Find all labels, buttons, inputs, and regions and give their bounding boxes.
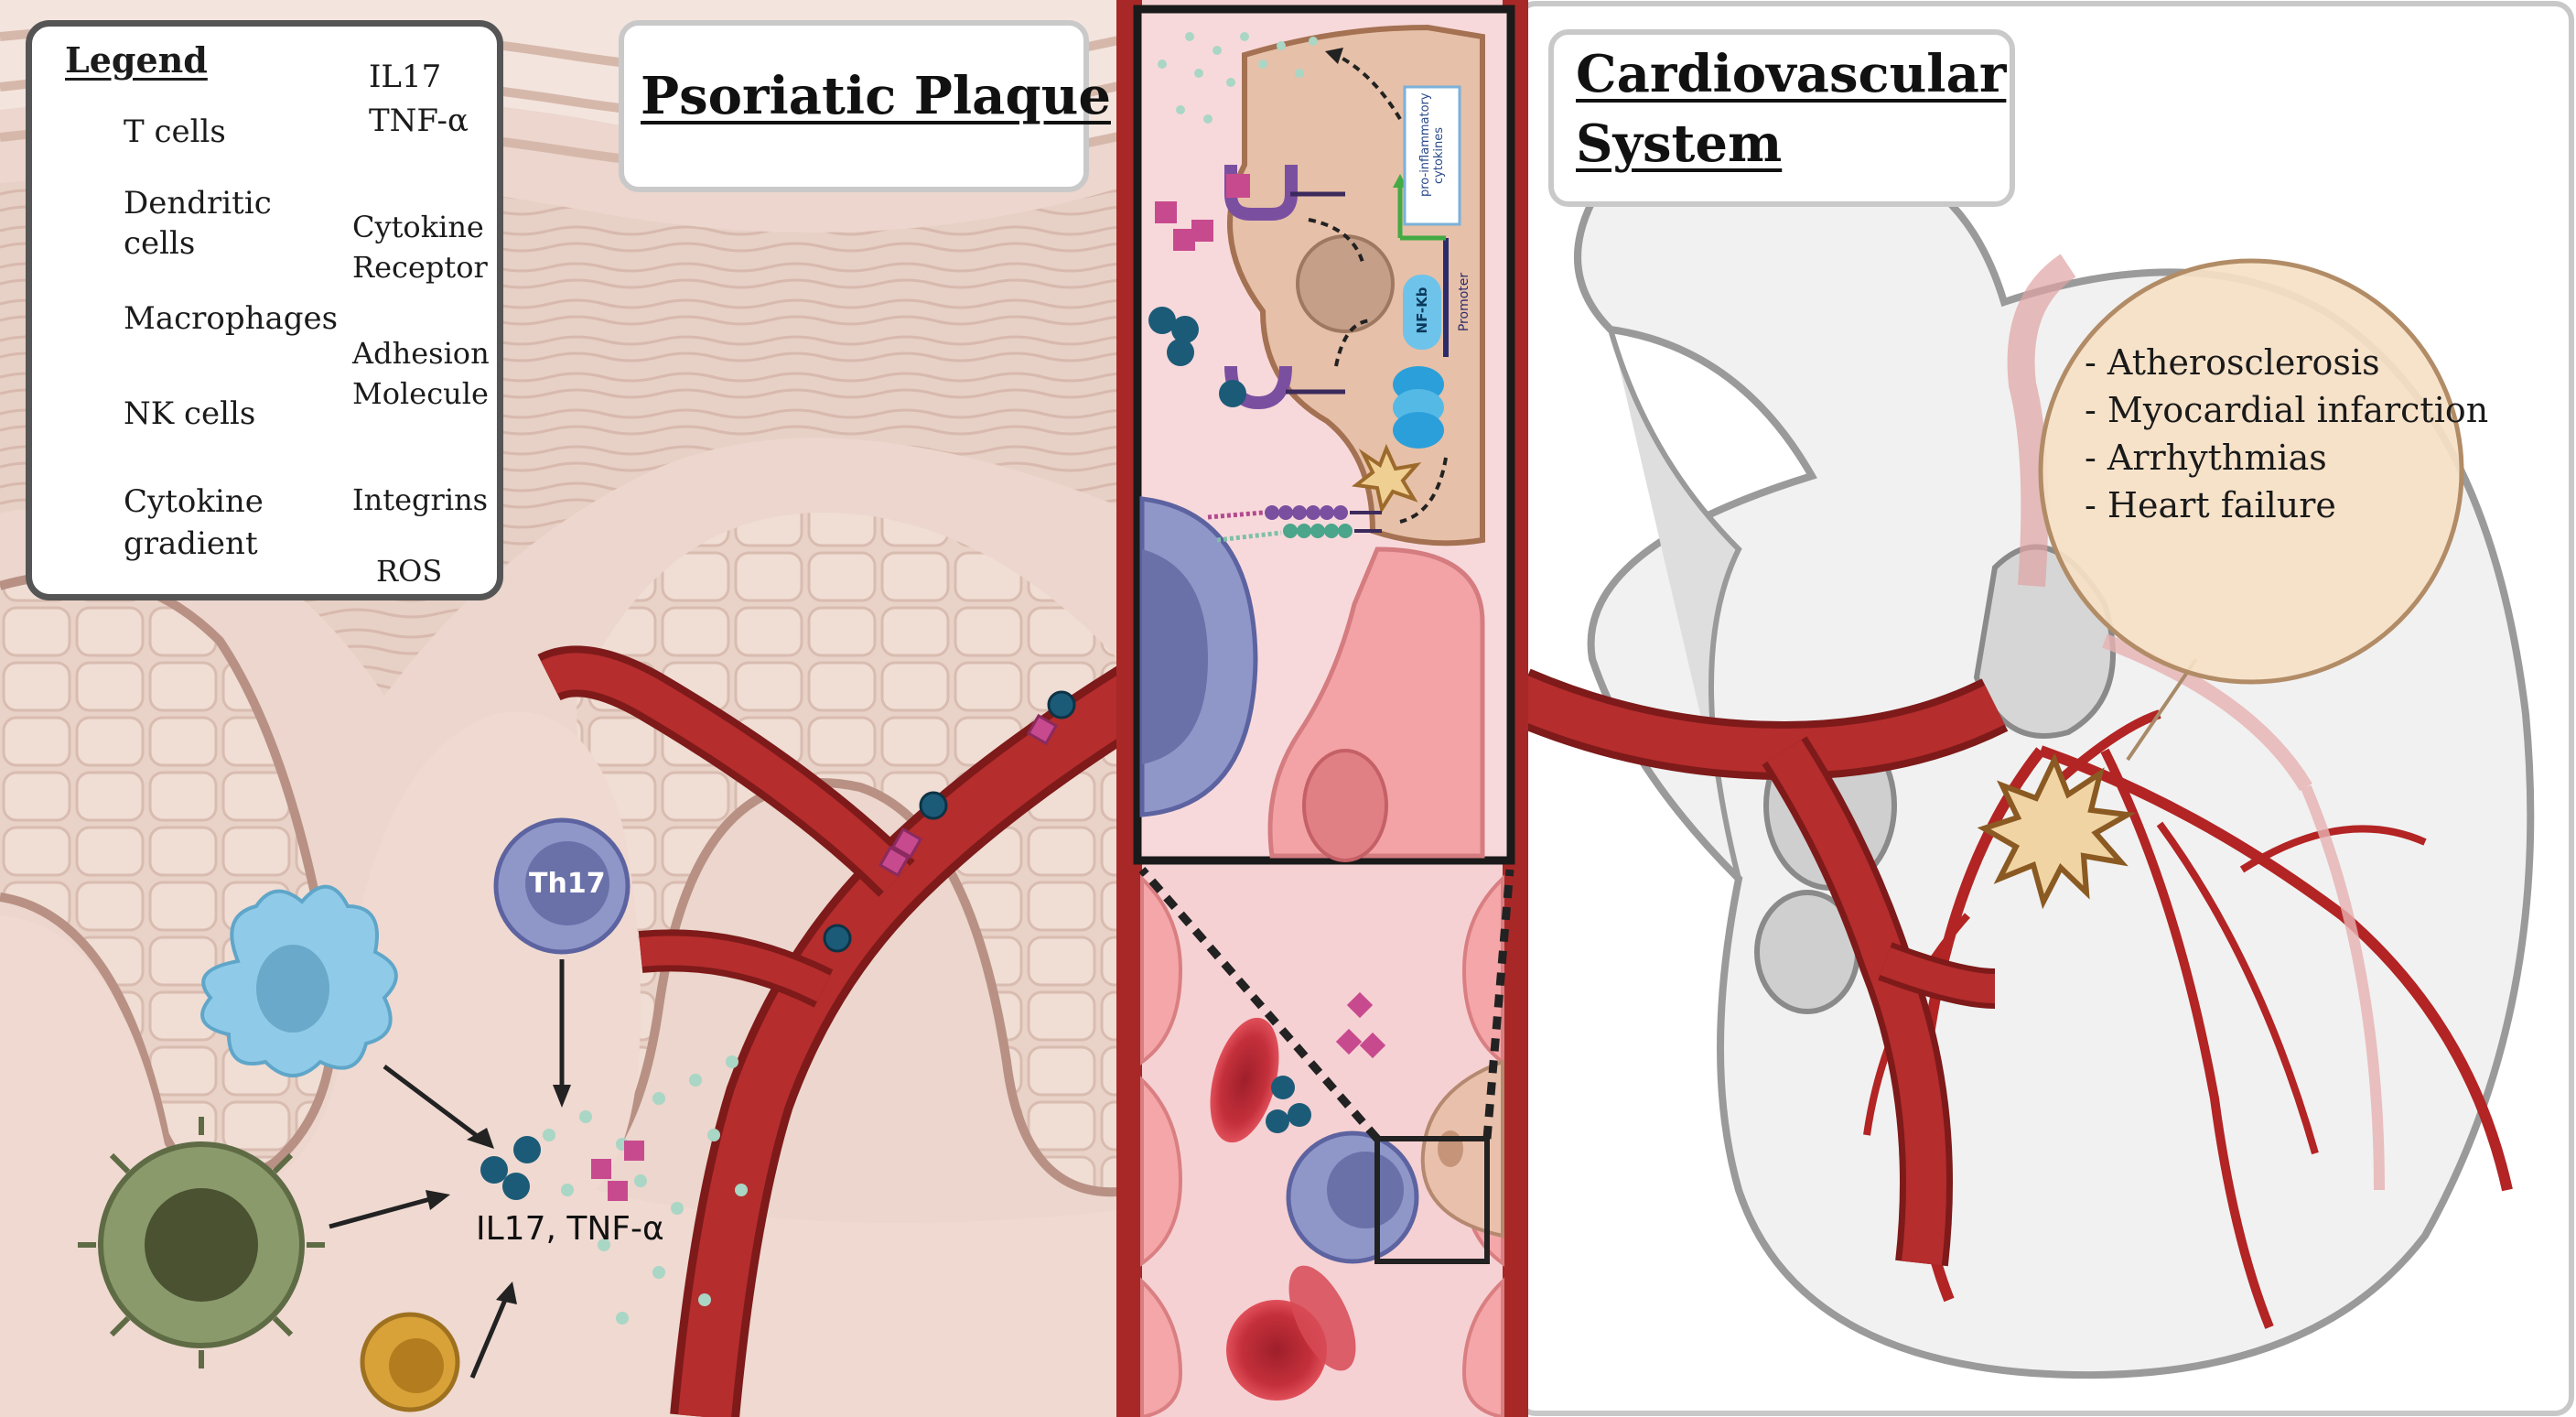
legend-nk-cells: NK cells xyxy=(124,395,256,432)
il17-tnf-label: IL17, TNF-α xyxy=(476,1210,664,1248)
infarct-star-icon xyxy=(1977,752,2137,910)
legend-cytokine-gradient-line1: Cytokine xyxy=(124,483,264,520)
disease-item: - Atherosclerosis xyxy=(2085,342,2380,383)
legend-dendritic-line1: Dendritic xyxy=(124,185,272,222)
skin-immune-cells xyxy=(78,817,748,1412)
macrophage-cell xyxy=(78,1117,325,1368)
disease-circle xyxy=(2038,258,2464,685)
cardio-title-box xyxy=(1548,29,2015,207)
promoter-label: Promoter xyxy=(1457,272,1471,332)
legend-t-cells: T cells xyxy=(124,114,226,150)
disease-item: - Heart failure xyxy=(2085,485,2336,525)
legend-dendritic-line2: cells xyxy=(124,225,196,262)
disease-item: - Myocardial infarction xyxy=(2085,390,2489,430)
cardio-title-line2: System xyxy=(1576,114,1783,174)
pro-inflammatory-label: pro-inflammatory cytokines xyxy=(1418,92,1446,197)
blood-vessels xyxy=(537,645,2009,1417)
legend-tnf: TNF-α xyxy=(369,103,469,139)
nfkb-label: NF-Kb xyxy=(1414,287,1430,334)
legend-cytokine-receptor-line1: Cytokine xyxy=(352,210,484,244)
psoriatic-title-box xyxy=(619,20,1089,192)
legend-adhesion-line1: Adhesion xyxy=(352,336,490,371)
pro-inflammatory-line1: pro-inflammatory xyxy=(1418,92,1432,197)
disease-list: - Atherosclerosis - Myocardial infarctio… xyxy=(2085,339,2488,529)
legend-il17: IL17 xyxy=(369,59,442,95)
legend-macrophages: Macrophages xyxy=(124,300,339,337)
legend-heading: Legend xyxy=(65,39,208,81)
heart-region xyxy=(1516,0,2576,1417)
legend-integrins: Integrins xyxy=(352,482,489,517)
cardio-title-line1: Cardiovascular xyxy=(1576,44,2007,104)
psoriatic-title: Psoriatic Plaque xyxy=(641,66,1111,126)
legend-cytokine-receptor-line2: Receptor xyxy=(352,250,488,285)
disease-item: - Arrhythmias xyxy=(2085,438,2327,478)
legend-ros: ROS xyxy=(376,554,443,589)
th17-label: Th17 xyxy=(529,868,606,900)
zoom-inset xyxy=(1133,5,1515,865)
legend-adhesion-line2: Molecule xyxy=(352,376,489,411)
legend-panel: Legend T cells Dendritic cells Macrophag… xyxy=(26,20,503,600)
legend-cytokine-gradient-line2: gradient xyxy=(124,525,258,562)
pro-inflammatory-line2: cytokines xyxy=(1432,126,1446,185)
